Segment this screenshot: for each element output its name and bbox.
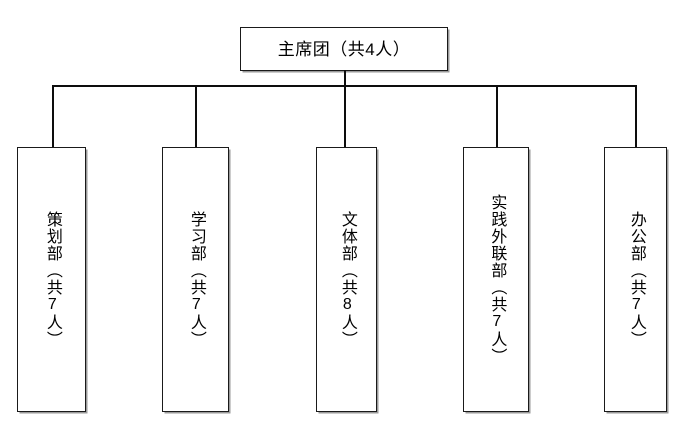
org-node-child-1-label: 策划部（共7人） — [43, 211, 61, 348]
org-node-child-4-label: 实践外联部（共7人） — [488, 194, 506, 365]
org-node-child-1[interactable]: 策划部（共7人） — [17, 147, 86, 412]
connector-root-stem — [344, 70, 346, 86]
org-node-child-5-label: 办公部（共7人） — [627, 211, 645, 348]
org-node-child-4[interactable]: 实践外联部（共7人） — [463, 147, 529, 412]
connector-drop-2 — [195, 85, 197, 147]
connector-drop-3 — [344, 85, 346, 147]
org-node-child-2-label: 学习部（共7人） — [187, 211, 205, 348]
org-node-child-5[interactable]: 办公部（共7人） — [604, 147, 667, 412]
org-node-root-label: 主席团（共4人） — [277, 39, 411, 59]
org-node-child-3-label: 文体部（共8人） — [338, 211, 356, 348]
connector-drop-4 — [496, 85, 498, 147]
org-node-child-2[interactable]: 学习部（共7人） — [162, 147, 229, 412]
connector-drop-1 — [52, 85, 54, 147]
org-node-child-3[interactable]: 文体部（共8人） — [316, 147, 377, 412]
org-node-root[interactable]: 主席团（共4人） — [240, 27, 448, 71]
connector-drop-5 — [635, 85, 637, 147]
